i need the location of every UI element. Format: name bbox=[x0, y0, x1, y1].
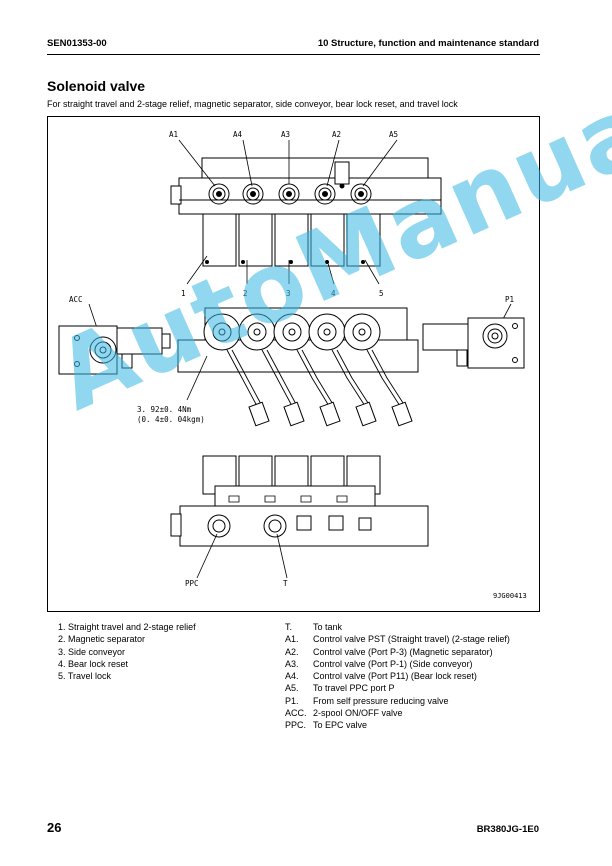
fitting-a4 bbox=[242, 183, 264, 205]
p1-side-view bbox=[422, 317, 525, 369]
legend-item: 4. Bear lock reset bbox=[58, 658, 129, 669]
legend-item: A3. Control valve (Port P-1) (Side convey… bbox=[285, 658, 510, 670]
legend-key: PPC. bbox=[285, 720, 307, 731]
label-1: 1 bbox=[181, 289, 186, 298]
fitting-a1 bbox=[208, 183, 230, 205]
acc-side-view bbox=[58, 325, 171, 375]
legend-text: Control valve (Port P11) (Bear lock rese… bbox=[313, 671, 477, 682]
legend-text: Control valve (Port P-1) (Side conveyor) bbox=[313, 658, 473, 669]
label-2: 2 bbox=[243, 289, 248, 298]
legend-item: 5. Travel lock bbox=[58, 671, 112, 682]
legend-text: To EPC valve bbox=[313, 720, 368, 731]
label-a3: A3 bbox=[281, 130, 290, 139]
legend-item: 1. Straight travel and 2-stage relief bbox=[58, 622, 196, 632]
legend-item: T. To tank bbox=[285, 621, 510, 633]
legend-item: A1. Control valve PST (Straight travel) (… bbox=[285, 633, 510, 645]
legend-text: To travel PPC port P bbox=[313, 683, 395, 694]
legend-item: A2. Control valve (Port P-3) (Magnetic se… bbox=[285, 646, 510, 658]
label-a4: A4 bbox=[233, 130, 243, 139]
fitting-a5 bbox=[350, 183, 372, 205]
top-view-valve-assembly bbox=[170, 157, 442, 267]
legend-key: A2. bbox=[285, 646, 299, 657]
legend-text: Control valve PST (Straight travel) (2-s… bbox=[313, 634, 510, 645]
legend-ports: T. To tank A1. Control valve PST (Straight… bbox=[285, 621, 510, 732]
legend-key: A5. bbox=[285, 683, 299, 694]
page-subtitle: For straight travel and 2-stage relief, … bbox=[47, 99, 458, 109]
coil-3 bbox=[273, 313, 311, 351]
bottom-view-valve-assembly bbox=[170, 455, 429, 579]
label-t: T bbox=[283, 579, 288, 588]
header-doc-id: SEN01353-00 bbox=[47, 38, 107, 49]
legend-numbered: 1. Straight travel and 2-stage relief 2.… bbox=[58, 621, 196, 682]
label-3: 3 bbox=[286, 289, 291, 298]
page-title: Solenoid valve bbox=[47, 78, 146, 94]
legend-key: T. bbox=[285, 622, 293, 632]
label-a5: A5 bbox=[389, 130, 398, 139]
label-a1: A1 bbox=[169, 130, 178, 139]
label-4: 4 bbox=[331, 289, 336, 298]
legend-key: A4. bbox=[285, 671, 299, 682]
figure-code: 9JG00413 bbox=[493, 592, 527, 600]
figure-frame bbox=[47, 116, 540, 612]
legend-text: From self pressure reducing valve bbox=[313, 695, 449, 706]
legend-item: A5. To travel PPC port P bbox=[285, 682, 510, 694]
fitting-a2 bbox=[314, 183, 336, 205]
header-section-title: 10 Structure, function and maintenance s… bbox=[317, 38, 539, 49]
coil-1 bbox=[203, 313, 241, 351]
legend-item: PPC. To EPC valve bbox=[285, 719, 510, 731]
page-number: 26 bbox=[47, 820, 62, 835]
legend-text: To tank bbox=[313, 622, 343, 632]
legend-key: ACC. bbox=[285, 708, 307, 719]
legend-key: A3. bbox=[285, 658, 299, 669]
legend-item: ACC. 2-spool ON/OFF valve bbox=[285, 707, 510, 719]
label-p1: P1 bbox=[505, 295, 514, 304]
legend-key: A1. bbox=[285, 634, 299, 645]
legend-item: 2. Magnetic separator bbox=[58, 634, 146, 645]
legend-key: P1. bbox=[285, 695, 299, 706]
legend-text: 2-spool ON/OFF valve bbox=[313, 708, 403, 719]
legend-text: Control valve (Port P-3) (Magnetic separ… bbox=[313, 646, 493, 657]
label-acc: ACC bbox=[69, 295, 83, 304]
solenoid-valve-drawing: A1 A4 A3 A2 A5 1 2 3 4 5 ACC P1 3. 92±0.… bbox=[58, 130, 527, 600]
label-5: 5 bbox=[379, 289, 384, 298]
legend-item: P1. From self pressure reducing valve bbox=[285, 695, 510, 707]
torque-value-kgm: (0. 4±0. 04kgm) bbox=[137, 415, 205, 424]
header-rule bbox=[47, 54, 540, 55]
label-ppc: PPC bbox=[185, 579, 199, 588]
footer-doc-code: BR380JG-1E0 bbox=[476, 824, 539, 835]
torque-value: 3. 92±0. 4Nm bbox=[137, 405, 192, 414]
coil-4 bbox=[308, 313, 346, 351]
legend-item: 3. Side conveyor bbox=[58, 646, 126, 657]
middle-view-valve-assembly bbox=[177, 307, 419, 427]
legend-item: A4. Control valve (Port P11) (Bear lock r… bbox=[285, 670, 510, 682]
coil-5 bbox=[343, 313, 381, 351]
label-a2: A2 bbox=[332, 130, 341, 139]
